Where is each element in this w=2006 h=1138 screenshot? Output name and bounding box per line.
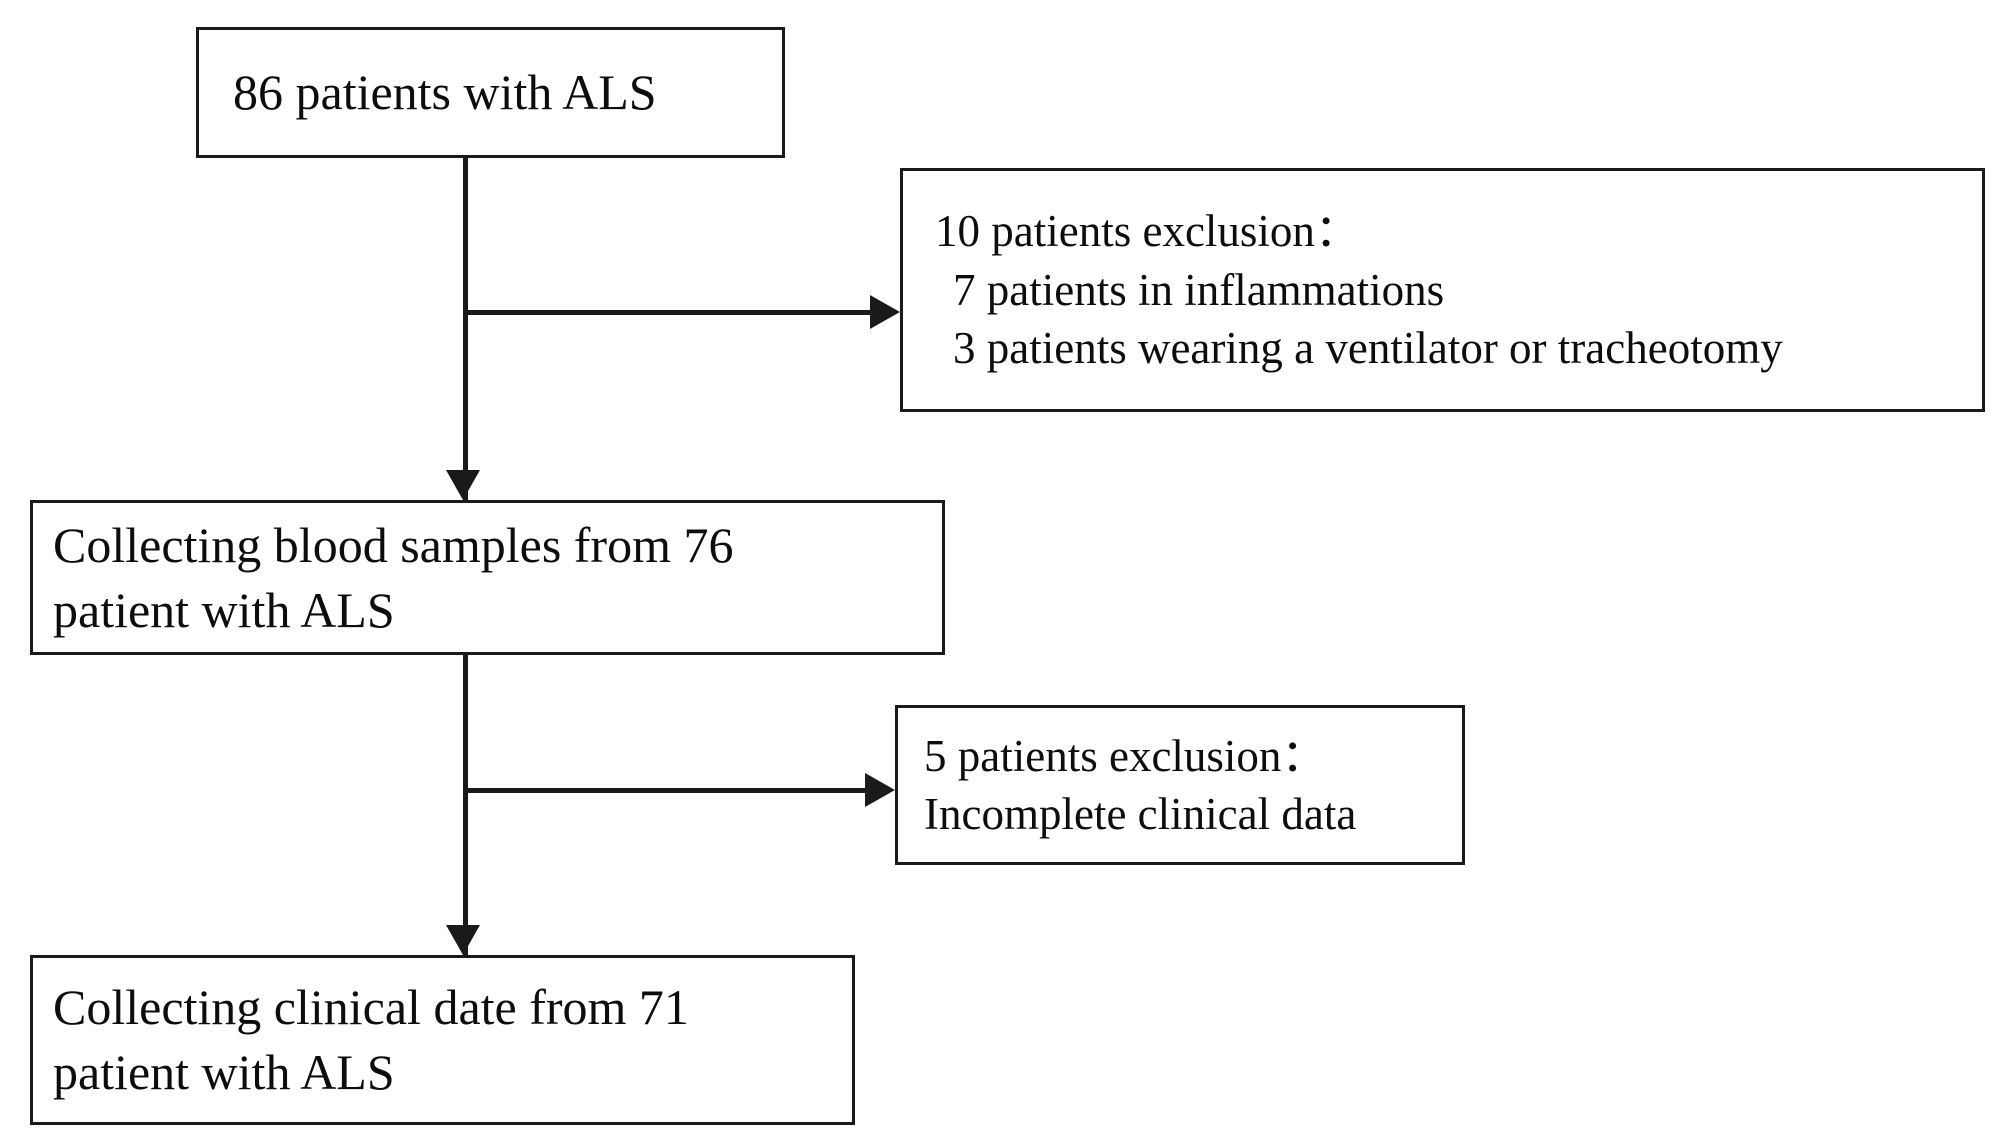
node-cohort-line-1: 86 patients with ALS	[233, 64, 657, 120]
node-exclusion-2-line-1: 5 patients exclusion：	[924, 730, 1327, 781]
node-clinical-line-2: patient with ALS	[53, 1044, 395, 1100]
arrowhead-right-to-exclusion-2	[865, 773, 895, 807]
node-cohort: 86 patients with ALS	[196, 27, 785, 158]
node-clinical-line-1: Collecting clinical date from 71	[53, 979, 689, 1035]
node-blood-line-1: Collecting blood samples from 76	[53, 516, 734, 573]
connector-cohort-to-exclusion-1	[463, 310, 873, 315]
node-exclusion-1-line-2: 7 patients in inflammations	[953, 264, 1445, 315]
node-exclusion-1-line-1: 10 patients exclusion：	[935, 206, 1360, 257]
node-blood-line-2: patient with ALS	[53, 581, 395, 638]
connector-blood-to-exclusion-2	[463, 788, 868, 793]
node-blood-samples: Collecting blood samples from 76 patient…	[30, 500, 945, 655]
arrowhead-down-to-clinical	[446, 925, 480, 955]
node-exclusion-1: 10 patients exclusion： 7 patients in inf…	[900, 168, 1985, 412]
node-clinical-data: Collecting clinical date from 71 patient…	[30, 955, 855, 1125]
node-exclusion-1-line-3: 3 patients wearing a ventilator or trach…	[953, 323, 1783, 374]
node-exclusion-2: 5 patients exclusion： Incomplete clinica…	[895, 705, 1465, 865]
connector-blood-to-clinical	[463, 655, 468, 985]
node-exclusion-2-line-2: Incomplete clinical data	[924, 789, 1357, 839]
arrowhead-down-to-blood	[446, 470, 480, 500]
arrowhead-right-to-exclusion-1	[870, 295, 900, 329]
connector-cohort-to-blood	[463, 158, 468, 508]
